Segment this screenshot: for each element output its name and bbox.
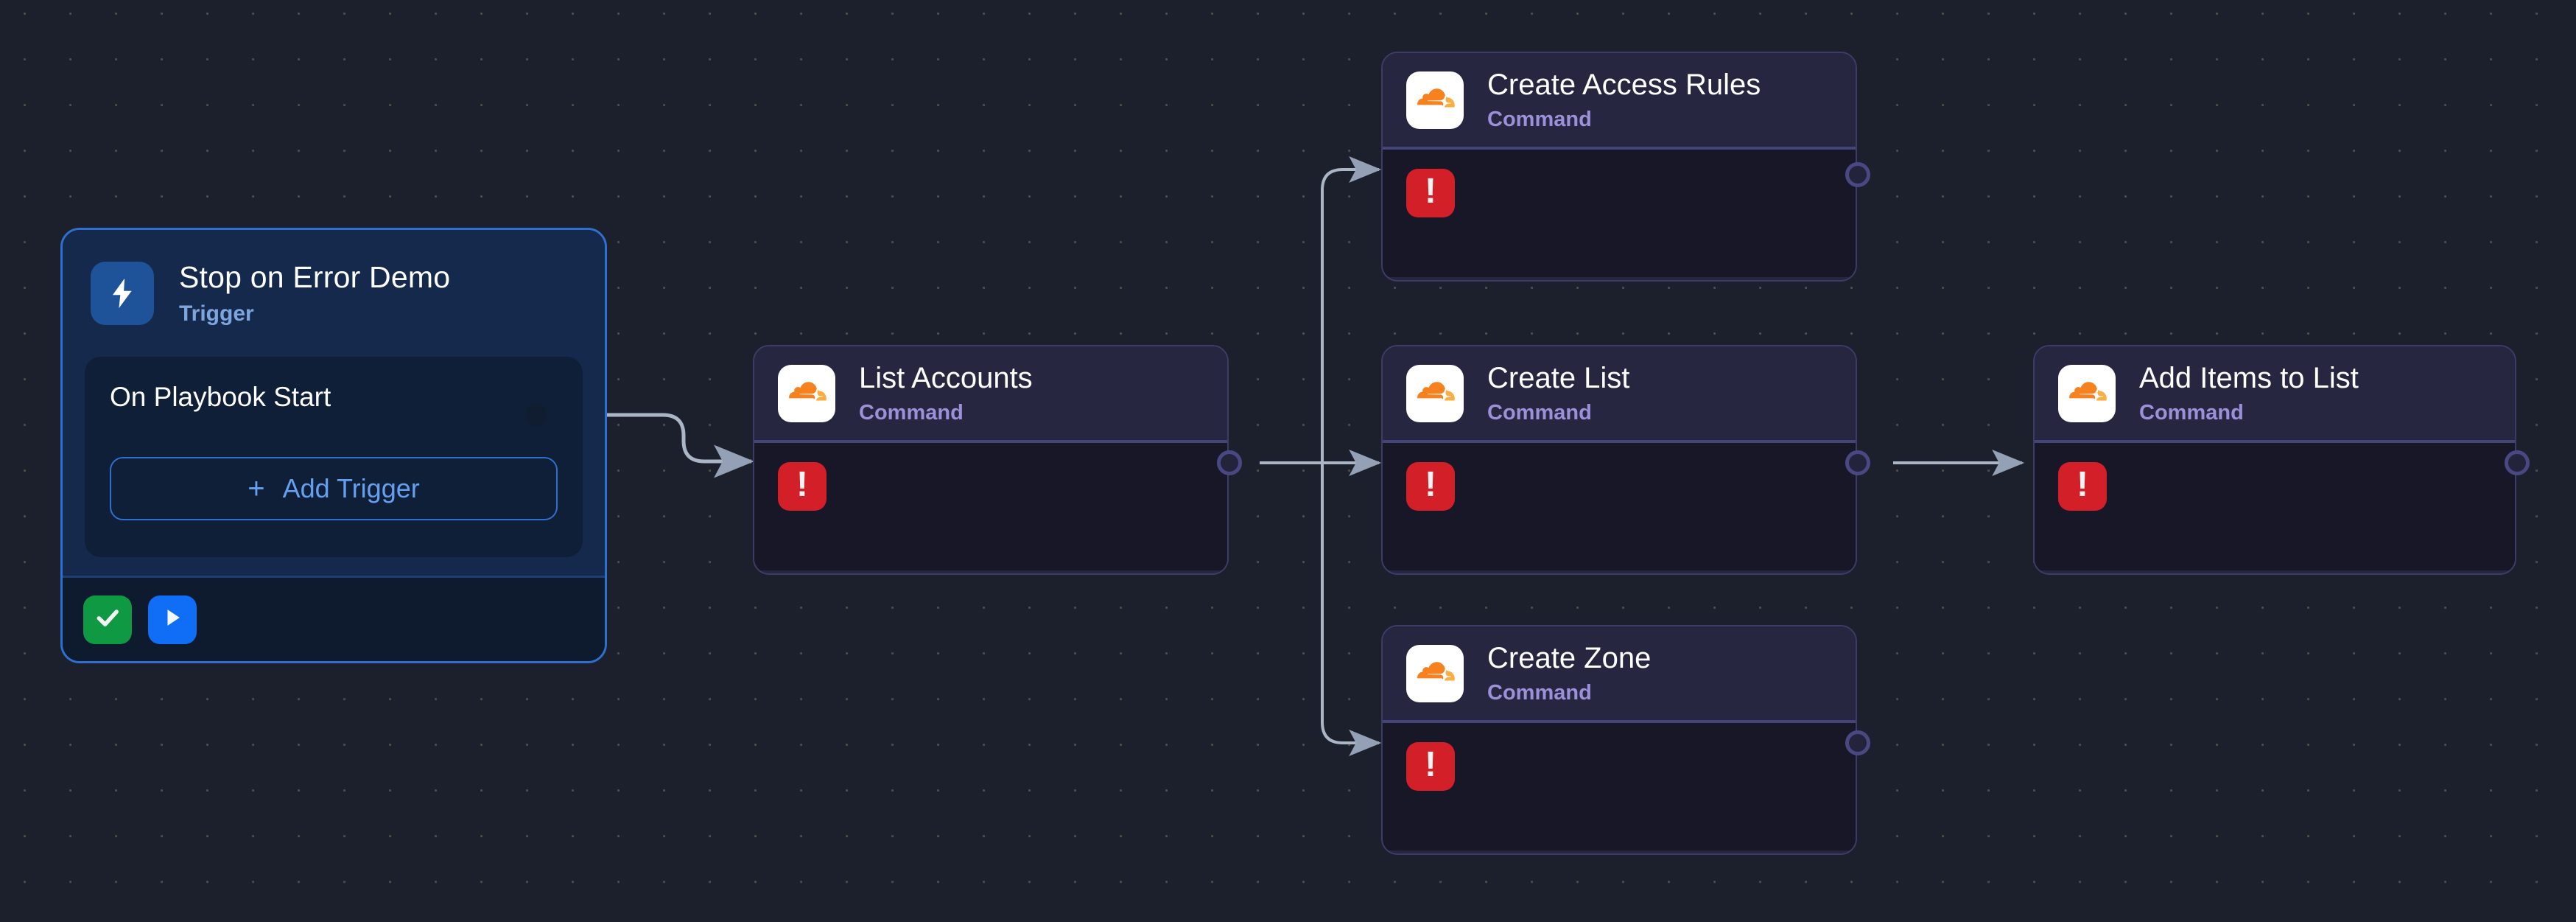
output-port-create-list[interactable]	[1845, 450, 1870, 475]
node-title: Add Items to List	[2139, 361, 2359, 394]
output-port-list-accounts[interactable]	[1217, 450, 1242, 475]
edge-to-create-zone	[1321, 463, 1382, 756]
trigger-footer	[63, 576, 605, 661]
validate-button[interactable]	[83, 595, 132, 644]
node-header[interactable]: Create List Command	[1383, 346, 1856, 443]
exclamation-icon[interactable]: !	[1406, 462, 1455, 511]
node-subtitle: Command	[859, 400, 964, 425]
trigger-node[interactable]: Stop on Error Demo Trigger On Playbook S…	[60, 228, 607, 663]
node-subtitle: Command	[1487, 107, 1592, 131]
exclamation-icon[interactable]: !	[778, 462, 827, 511]
lightning-bolt-icon	[91, 262, 154, 325]
trigger-panel: On Playbook Start + Add Trigger	[85, 357, 583, 557]
node-subtitle: Command	[1487, 400, 1592, 425]
node-subtitle: Command	[2139, 400, 2244, 425]
exclamation-icon[interactable]: !	[1406, 169, 1455, 217]
node-title: List Accounts	[859, 361, 1033, 394]
node-header[interactable]: Create Zone Command	[1383, 626, 1856, 723]
run-button[interactable]	[148, 595, 197, 644]
node-title: Create List	[1487, 361, 1630, 394]
node-header[interactable]: Create Access Rules Command	[1383, 53, 1856, 150]
node-body: !	[754, 443, 1227, 570]
command-node-create-access-rules[interactable]: Create Access Rules Command !	[1381, 52, 1857, 282]
node-header[interactable]: List Accounts Command	[754, 346, 1227, 443]
node-body: !	[1383, 150, 1856, 277]
output-port-add-items-to-list[interactable]	[2505, 450, 2530, 475]
output-port-create-access-rules[interactable]	[1845, 162, 1870, 187]
plus-icon: +	[248, 472, 265, 505]
edge-to-create-access-rules	[1321, 156, 1382, 463]
node-header[interactable]: Add Items to List Command	[2035, 346, 2515, 443]
trigger-subtitle: Trigger	[179, 301, 254, 326]
output-port-create-zone[interactable]	[1845, 730, 1870, 755]
node-body: !	[2035, 443, 2515, 570]
cloudflare-icon	[1406, 644, 1464, 702]
trigger-panel-title: On Playbook Start	[110, 382, 331, 412]
play-icon	[160, 605, 185, 634]
node-body: !	[1383, 723, 1856, 851]
command-node-create-list[interactable]: Create List Command !	[1381, 345, 1857, 575]
trigger-node-header[interactable]: Stop on Error Demo Trigger	[63, 230, 605, 357]
command-node-list-accounts[interactable]: List Accounts Command !	[753, 345, 1229, 575]
command-node-add-items-to-list[interactable]: Add Items to List Command !	[2033, 345, 2516, 575]
cloudflare-icon	[778, 364, 835, 422]
add-trigger-button[interactable]: + Add Trigger	[110, 457, 558, 520]
cloudflare-icon	[2058, 364, 2116, 422]
node-subtitle: Command	[1487, 680, 1592, 705]
exclamation-icon[interactable]: !	[2058, 462, 2107, 511]
trigger-output-port[interactable]	[525, 404, 547, 426]
check-icon	[93, 603, 122, 636]
command-node-create-zone[interactable]: Create Zone Command !	[1381, 625, 1857, 855]
cloudflare-icon	[1406, 364, 1464, 422]
trigger-title: Stop on Error Demo	[179, 260, 451, 295]
node-title: Create Access Rules	[1487, 68, 1761, 101]
add-trigger-label: Add Trigger	[282, 473, 420, 503]
cloudflare-icon	[1406, 71, 1464, 129]
node-title: Create Zone	[1487, 641, 1652, 674]
node-body: !	[1383, 443, 1856, 570]
exclamation-icon[interactable]: !	[1406, 742, 1455, 791]
